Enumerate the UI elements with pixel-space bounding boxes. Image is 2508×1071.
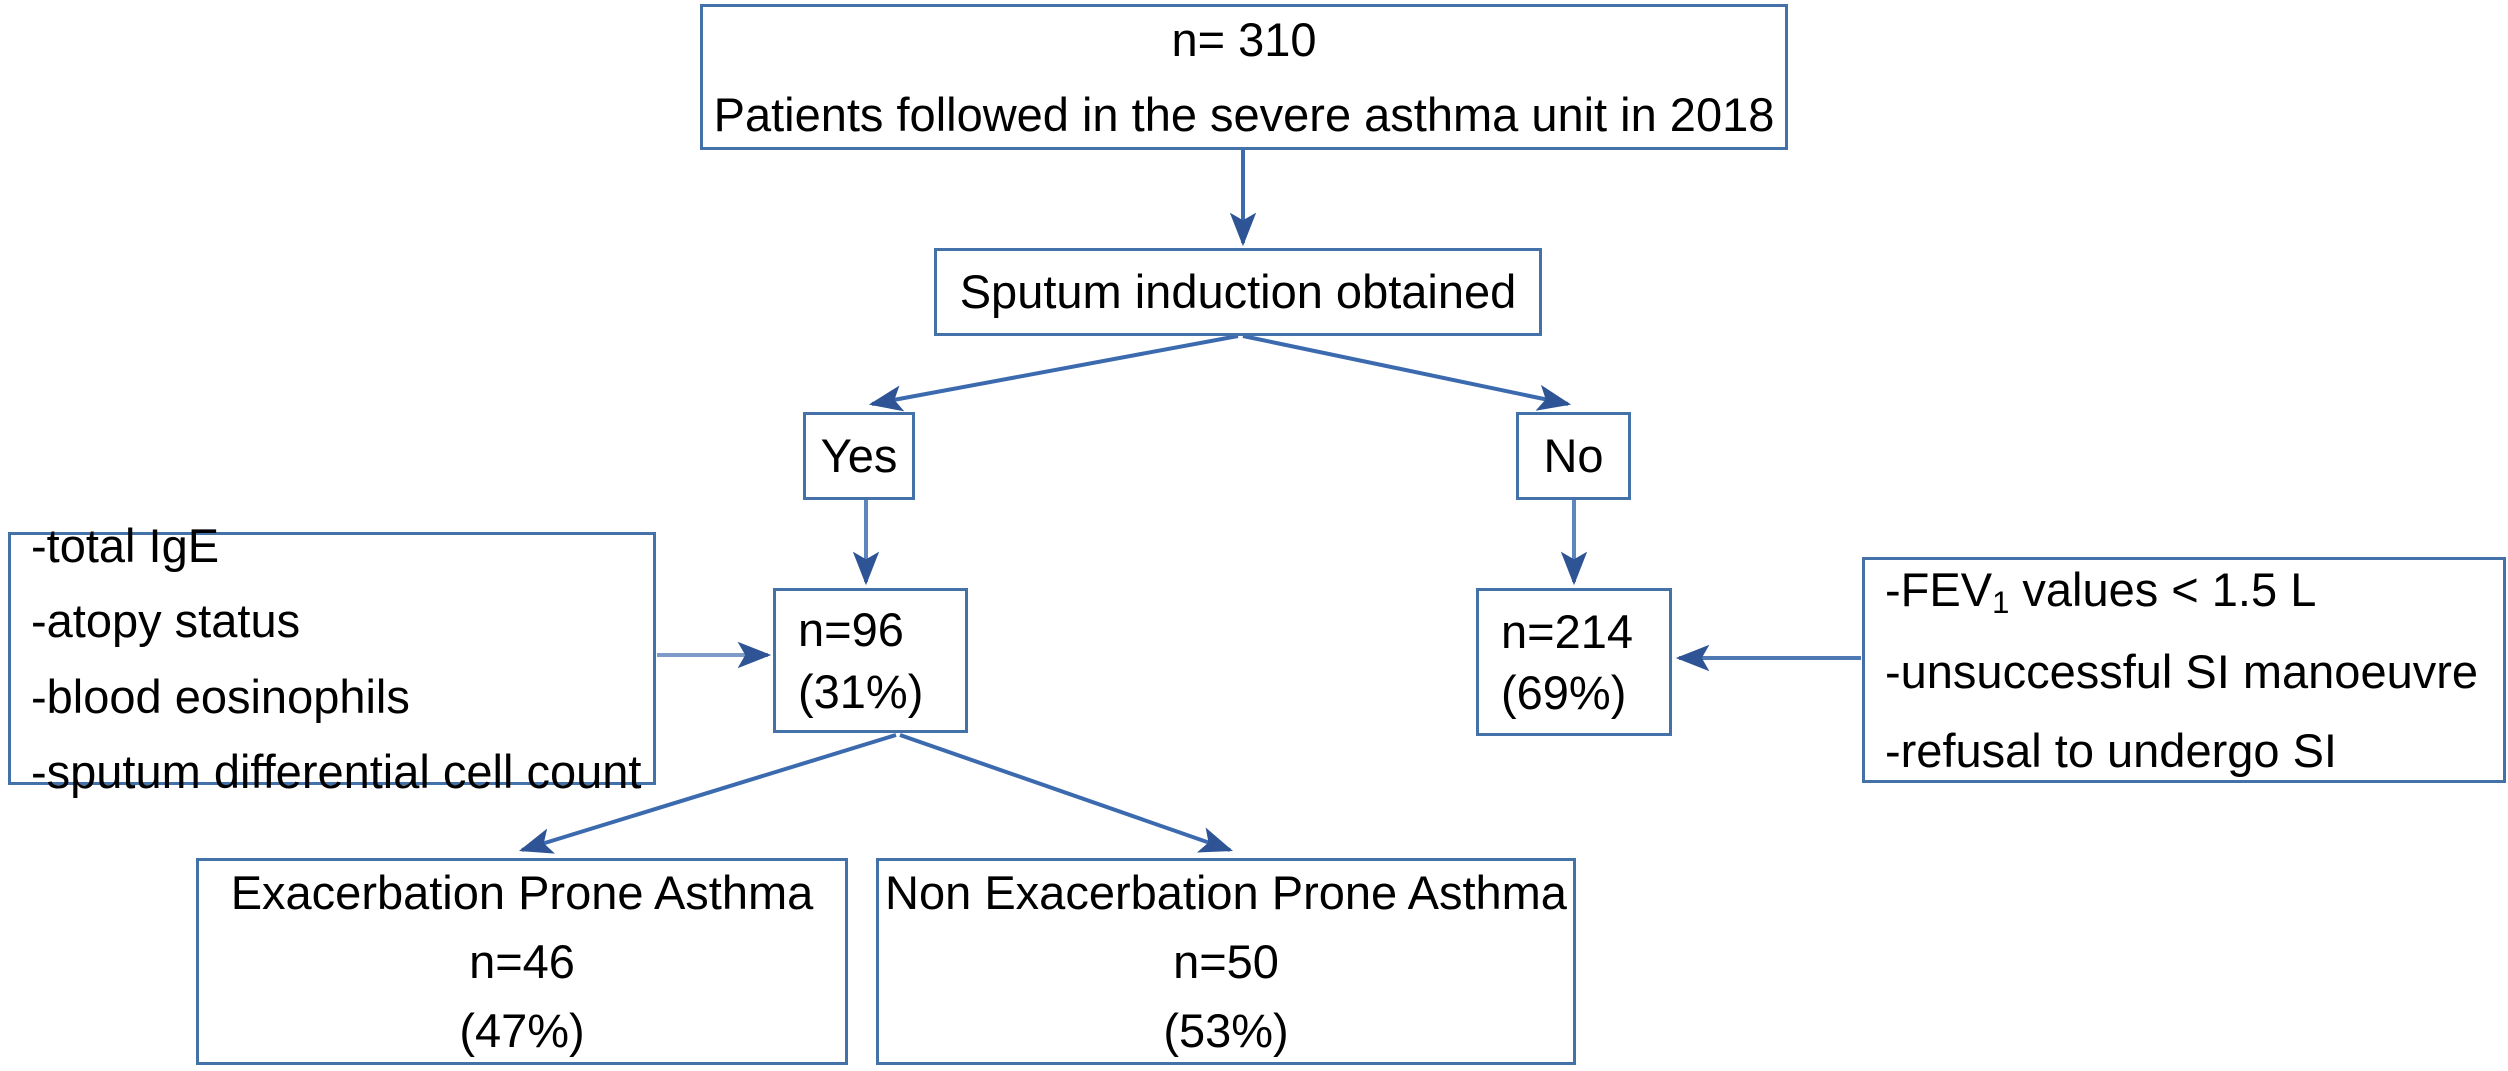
node-biomarkers-list[interactable]: -total IgE -atopy status -blood eosinoph… bbox=[8, 519, 656, 798]
biomarker-item-blood-eosinophils: -blood eosinophils bbox=[31, 669, 410, 723]
biomarker-item-total-ige: -total IgE bbox=[31, 519, 220, 573]
node-non-exacerbation-prone-asthma[interactable]: Non Exacerbation Prone Asthma n=50 (53%) bbox=[876, 858, 1576, 1065]
node-sputum-no-percent: (69%) bbox=[1501, 666, 1627, 719]
node-decision-yes-label: Yes bbox=[820, 429, 898, 483]
node-sputum-yes-count[interactable]: n=96 (31%) bbox=[773, 588, 968, 733]
node-sputum-induction-label: Sputum induction obtained bbox=[959, 265, 1517, 319]
node-sputum-no-count[interactable]: n=214 (69%) bbox=[1476, 588, 1672, 736]
node-decision-no-label: No bbox=[1543, 429, 1604, 483]
node-epa-title: Exacerbation Prone Asthma bbox=[230, 865, 814, 919]
reason-item-fev1: -FEV1 values < 1.5 L bbox=[1885, 559, 2316, 623]
node-sputum-no-n: n=214 bbox=[1501, 604, 1634, 658]
node-epa-n: n=46 bbox=[469, 934, 575, 988]
connector-sputum-to-yes bbox=[868, 334, 1239, 412]
node-nepa-percent: (53%) bbox=[1163, 1004, 1289, 1058]
node-decision-yes[interactable]: Yes bbox=[803, 412, 915, 500]
biomarker-item-sputum-differential-cell-count: -sputum differential cell count bbox=[31, 744, 642, 798]
node-total-patients[interactable]: n= 310 Patients followed in the severe a… bbox=[700, 4, 1788, 150]
connector-sputum-to-no bbox=[1242, 334, 1572, 411]
reason-fev1-prefix: -FEV bbox=[1885, 562, 1993, 616]
biomarker-item-atopy-status: -atopy status bbox=[31, 594, 301, 648]
connector-n96-to-epa bbox=[518, 733, 897, 854]
node-exacerbation-prone-asthma[interactable]: Exacerbation Prone Asthma n=46 (47%) bbox=[196, 858, 848, 1065]
node-epa-percent: (47%) bbox=[459, 1004, 585, 1058]
node-sputum-induction-obtained[interactable]: Sputum induction obtained bbox=[934, 248, 1542, 336]
connector-n96-to-nepa bbox=[899, 733, 1234, 853]
reason-fev1-subscript: 1 bbox=[1992, 584, 2010, 620]
node-total-patients-description: Patients followed in the severe asthma u… bbox=[713, 88, 1775, 141]
reason-fev1-suffix: values < 1.5 L bbox=[2009, 562, 2317, 616]
reason-item-unsuccessful-si: -unsuccessful SI manoeuvre bbox=[1885, 644, 2479, 698]
node-total-patients-count: n= 310 bbox=[1171, 12, 1317, 66]
node-nepa-n: n=50 bbox=[1173, 934, 1279, 988]
node-sputum-yes-percent: (31%) bbox=[798, 664, 924, 718]
node-sputum-yes-n: n=96 bbox=[798, 603, 904, 657]
node-decision-no[interactable]: No bbox=[1516, 412, 1631, 500]
reason-item-refusal-si: -refusal to undergo SI bbox=[1885, 724, 2337, 778]
node-exclusion-reasons-list[interactable]: -FEV1 values < 1.5 L -unsuccessful SI ma… bbox=[1862, 557, 2506, 783]
node-nepa-title: Non Exacerbation Prone Asthma bbox=[885, 865, 1567, 919]
